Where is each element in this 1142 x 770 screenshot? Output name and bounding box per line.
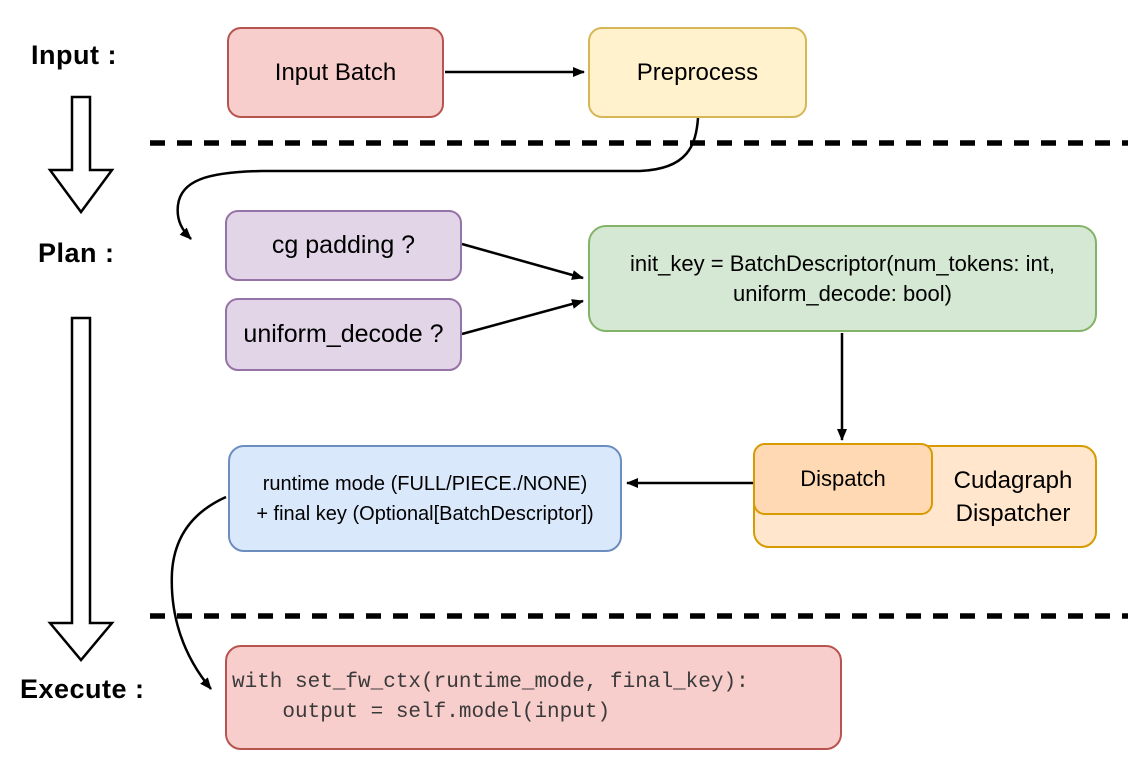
connector-uniform-decode-to-init-key [461,299,584,336]
execute-code-line1: with set_fw_ctx(runtime_mode, final_key)… [232,670,749,694]
execute-section-label: Execute : [20,674,145,704]
node-execute-code: with set_fw_ctx(runtime_mode, final_key)… [225,645,842,750]
execute-code-line2: output = self.model(input) [232,700,611,724]
runtime-mode-line2: + final key (Optional[BatchDescriptor]) [256,502,594,525]
preprocess-label: Preprocess [636,58,759,86]
init-key-line1: init_key = BatchDescriptor(num_tokens: i… [630,250,1055,276]
dispatch-label: Dispatch [800,466,886,491]
plan-to-execute-arrow-icon [47,316,115,662]
node-dispatch: Dispatch [753,443,933,515]
input-section-label: Input : [31,40,117,70]
uniform-decode-label: uniform_decode ? [243,320,444,348]
connector-preprocess-to-cg-padding [176,117,700,240]
connector-cg-padding-to-init-key [461,242,584,280]
runtime-mode-line1: runtime mode (FULL/PIECE./NONE) [262,472,588,495]
input-section-arrow-icon [47,95,115,215]
cg-padding-label: cg padding ? [271,231,416,259]
node-input-batch: Input Batch [227,27,444,118]
plan-section-label: Plan : [38,238,115,268]
cudagraph-dispatcher-label: Cudagraph Dispatcher [931,464,1095,530]
init-key-line2: uniform_decode: bool) [733,280,952,306]
connector-runtime-mode-to-execute-code [170,495,227,690]
node-runtime-mode: runtime mode (FULL/PIECE./NONE) + final … [228,445,622,552]
node-uniform-decode: uniform_decode ? [225,298,462,371]
cudagraph-dispatcher-line1: Cudagraph [953,466,1073,494]
node-cg-padding: cg padding ? [225,210,462,281]
input-batch-label: Input Batch [274,58,397,86]
node-init-key: init_key = BatchDescriptor(num_tokens: i… [588,225,1097,332]
node-preprocess: Preprocess [588,27,807,118]
execute-code-block: with set_fw_ctx(runtime_mode, final_key)… [227,668,749,728]
cudagraph-dispatcher-line2: Dispatcher [955,499,1071,527]
